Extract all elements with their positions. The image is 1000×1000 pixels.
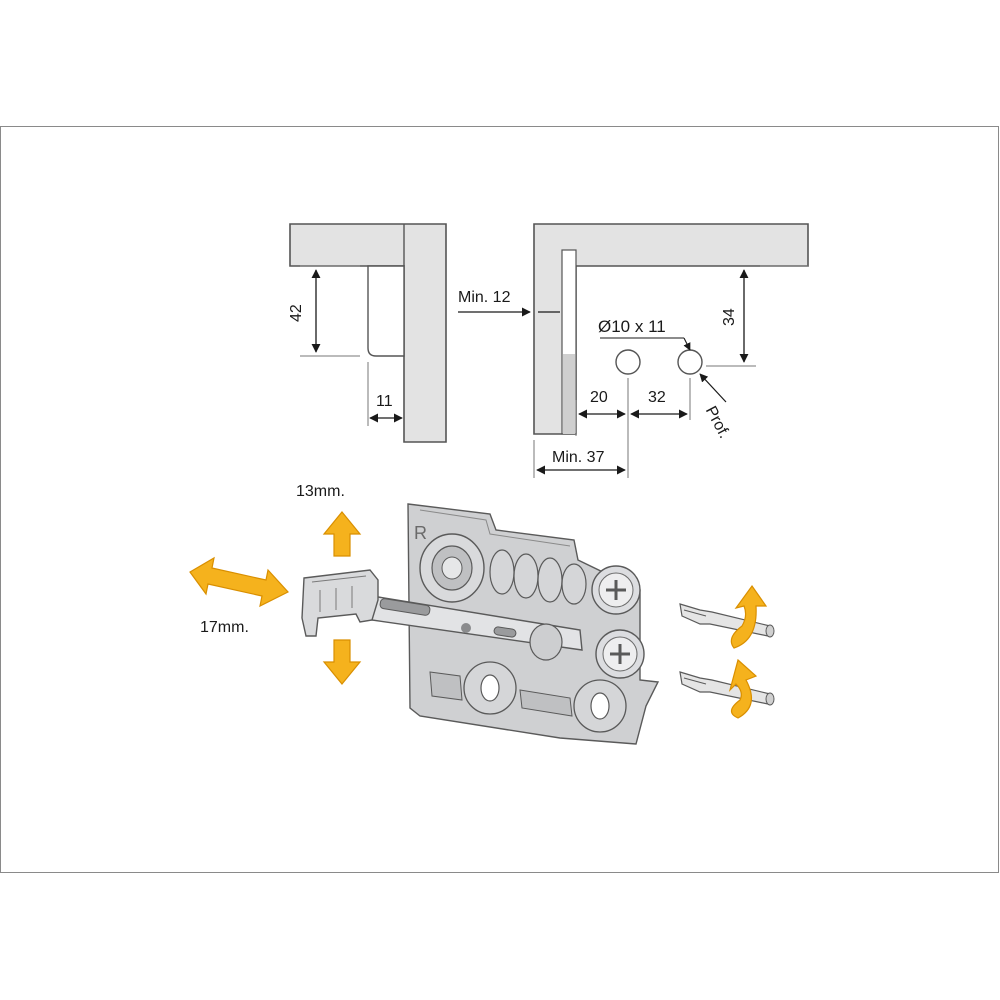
- arrow-up-icon: [322, 511, 362, 557]
- lower-screw: [595, 629, 645, 679]
- cabinet-section-right: [458, 223, 809, 478]
- side-mark-r: R: [414, 523, 427, 543]
- front-clip: [301, 569, 379, 637]
- rotate-lower-icon: [728, 658, 758, 719]
- dim-label-34: 34: [721, 308, 738, 326]
- dim-label-32: 32: [648, 389, 666, 406]
- label-min-12: Min. 12: [458, 289, 511, 306]
- rotate-upper-icon: [730, 584, 768, 649]
- label-vertical-adjust: 13mm.: [296, 483, 345, 500]
- illustration-frame: [0, 126, 999, 873]
- label-hole-spec: Ø10 x 11: [598, 317, 666, 336]
- dim-label-42: 42: [288, 304, 305, 322]
- lower-dowel: [429, 661, 627, 733]
- arrow-down-icon: [322, 639, 362, 685]
- lower-bit-icon: [679, 671, 775, 706]
- drill-hole-1: [615, 349, 641, 375]
- adjustment-arrows: [189, 511, 362, 685]
- dim-label-20: 20: [590, 389, 608, 406]
- screwdriver-bits: [679, 584, 775, 719]
- dim-label-11: 11: [376, 393, 393, 410]
- label-min-37: Min. 37: [552, 449, 605, 466]
- drawer-side-left: [367, 265, 405, 357]
- arrow-left-right-icon: [189, 556, 289, 608]
- top-panel-left: [289, 223, 447, 443]
- upper-bit-icon: [679, 603, 775, 638]
- upper-dowel: [489, 549, 587, 605]
- drill-hole-2: [677, 349, 703, 375]
- mounting-zone: [563, 354, 575, 434]
- cabinet-section-left: [289, 223, 447, 443]
- label-horizontal-adjust: 17mm.: [200, 619, 249, 636]
- hinge-mechanism: [301, 503, 660, 745]
- upper-screw: [591, 565, 641, 615]
